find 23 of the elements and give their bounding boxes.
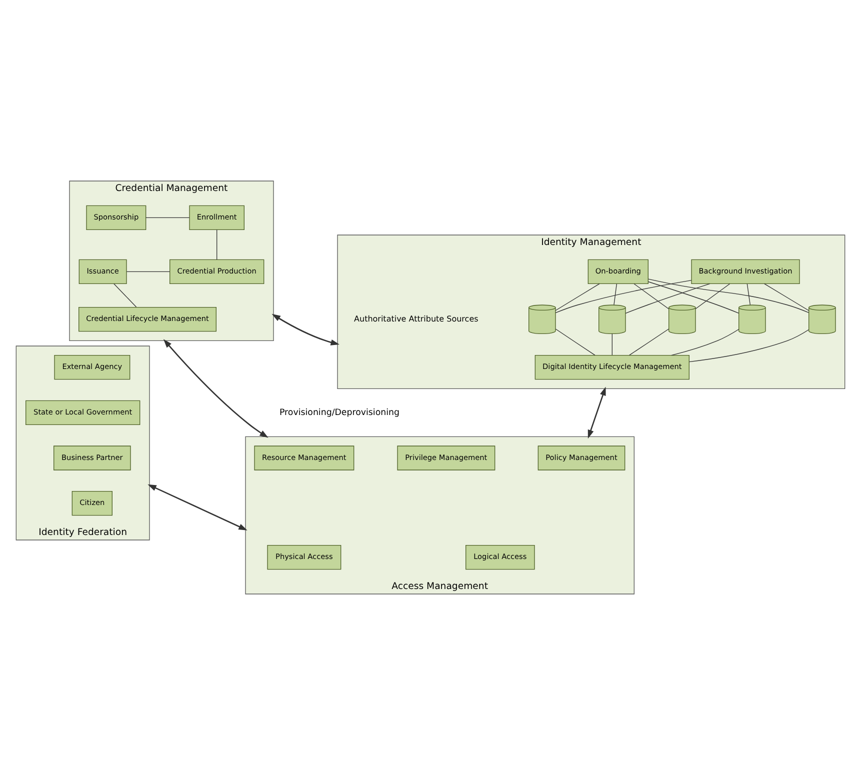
label: Provisioning/Deprovisioning xyxy=(279,407,400,418)
connector xyxy=(216,228,218,260)
arrow xyxy=(272,313,340,345)
connector xyxy=(555,280,692,313)
connector xyxy=(648,278,809,312)
arrow xyxy=(163,338,268,438)
connector xyxy=(764,282,809,310)
connector xyxy=(555,328,596,356)
connector xyxy=(648,280,740,313)
connector xyxy=(625,282,710,314)
arrow xyxy=(148,484,248,530)
connector xyxy=(146,216,190,218)
connector xyxy=(126,270,170,272)
connector xyxy=(629,328,669,356)
connector xyxy=(688,328,809,362)
connector xyxy=(634,282,670,309)
connector xyxy=(746,282,751,305)
connector xyxy=(695,282,730,309)
connector xyxy=(555,282,600,310)
connector xyxy=(614,282,618,305)
connector xyxy=(671,328,740,356)
arrow xyxy=(588,386,606,438)
connector xyxy=(114,282,137,307)
